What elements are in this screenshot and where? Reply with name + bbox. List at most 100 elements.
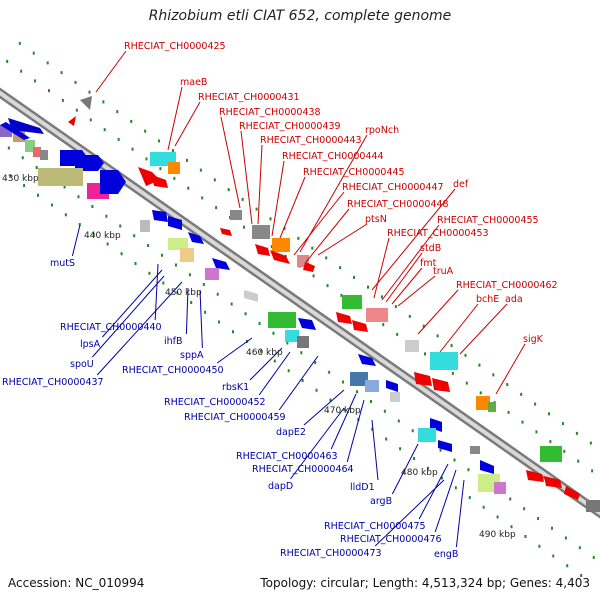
gene-block[interactable]: [470, 446, 480, 454]
gene-block[interactable]: [540, 446, 562, 462]
gene-label[interactable]: def: [453, 179, 469, 190]
gene-arrow[interactable]: [336, 312, 352, 324]
gene-block[interactable]: [38, 168, 83, 186]
gene-label[interactable]: ihfB: [164, 336, 183, 347]
gene-label[interactable]: engB: [434, 549, 458, 560]
gene-arrow[interactable]: [212, 258, 230, 270]
gene-arrow[interactable]: [564, 486, 580, 500]
gene-arrow[interactable]: [298, 318, 316, 330]
gene-label[interactable]: stdB: [420, 243, 441, 254]
gene-block[interactable]: [494, 482, 506, 494]
gene-arrow[interactable]: [168, 216, 182, 230]
gene-label[interactable]: RHECIAT_CH0000476: [340, 534, 442, 545]
gene-block[interactable]: [33, 147, 41, 157]
gene-label[interactable]: RHECIAT_CH0000475: [324, 521, 426, 532]
gene-arrow[interactable]: [8, 118, 44, 134]
gene-arrow[interactable]: [358, 354, 376, 366]
gene-block[interactable]: [350, 372, 368, 386]
gene-label[interactable]: RHECIAT_CH0000452: [164, 397, 266, 408]
gene-label[interactable]: rpoNch: [365, 125, 399, 136]
gene-arrow[interactable]: [386, 380, 398, 392]
gene-label[interactable]: RHECIAT_CH0000450: [122, 365, 224, 376]
gene-block[interactable]: [230, 210, 242, 220]
gene-block[interactable]: [168, 238, 188, 250]
gene-block[interactable]: [366, 308, 388, 322]
gene-arrow[interactable]: [75, 155, 104, 171]
gene-block[interactable]: [586, 500, 600, 512]
gene-arrow[interactable]: [188, 232, 204, 244]
gene-label[interactable]: maeB: [180, 77, 207, 88]
gene-arrow[interactable]: [438, 440, 452, 452]
gene-label[interactable]: RHECIAT_CH0000459: [184, 412, 286, 423]
gene-block[interactable]: [140, 220, 150, 232]
gene-label[interactable]: bchE: [476, 294, 499, 305]
gene-label[interactable]: RHECIAT_CH0000437: [2, 377, 104, 388]
gene-block[interactable]: [430, 352, 458, 370]
gene-label[interactable]: mutS: [50, 258, 75, 269]
gene-label[interactable]: rbsK1: [222, 382, 249, 393]
gene-arrow[interactable]: [303, 262, 315, 272]
gene-label[interactable]: truA: [433, 266, 454, 277]
gene-label[interactable]: RHECIAT_CH0000473: [280, 548, 382, 559]
gene-label[interactable]: RHECIAT_CH0000464: [252, 464, 354, 475]
gene-arrow[interactable]: [270, 250, 290, 264]
gene-arrow[interactable]: [544, 476, 562, 488]
gene-label[interactable]: dapE2: [276, 427, 306, 438]
gene-label[interactable]: sppA: [180, 350, 204, 361]
gene-block[interactable]: [342, 295, 362, 309]
gene-arrow[interactable]: [100, 170, 126, 194]
gene-arrow[interactable]: [0, 122, 30, 140]
gene-block[interactable]: [390, 392, 400, 402]
gene-label[interactable]: fmt: [420, 258, 437, 269]
gene-label[interactable]: RHECIAT_CH0000425: [124, 41, 226, 52]
gene-block[interactable]: [365, 380, 379, 392]
gene-block[interactable]: [297, 336, 309, 348]
gene-block[interactable]: [252, 225, 270, 239]
gene-block[interactable]: [488, 402, 496, 412]
gene-label[interactable]: RHECIAT_CH0000453: [387, 228, 489, 239]
gene-block[interactable]: [205, 268, 219, 280]
gene-label[interactable]: RHECIAT_CH0000443: [260, 135, 362, 146]
gene-block[interactable]: [168, 162, 180, 174]
gene-block[interactable]: [180, 248, 194, 262]
gene-label[interactable]: RHECIAT_CH0000431: [198, 92, 300, 103]
gene-label[interactable]: RHECIAT_CH0000463: [236, 451, 338, 462]
gene-label[interactable]: RHECIAT_CH0000439: [239, 121, 341, 132]
gene-arrow[interactable]: [244, 290, 258, 302]
gene-block[interactable]: [476, 396, 490, 410]
gene-block[interactable]: [80, 96, 92, 110]
gene-label[interactable]: argB: [370, 496, 392, 507]
gene-arrow[interactable]: [432, 378, 450, 392]
gene-block[interactable]: [40, 150, 48, 160]
gene-block[interactable]: [25, 140, 35, 152]
gene-block[interactable]: [405, 340, 419, 352]
gene-block[interactable]: [285, 330, 299, 342]
gene-arrow[interactable]: [220, 228, 232, 236]
gene-arrow[interactable]: [152, 175, 168, 188]
gene-arrow[interactable]: [152, 210, 168, 222]
gene-label[interactable]: RHECIAT_CH0000440: [60, 322, 162, 333]
gene-label[interactable]: RHECIAT_CH0000447: [342, 182, 444, 193]
gene-label[interactable]: spoU: [70, 359, 94, 370]
gene-arrow[interactable]: [526, 470, 544, 482]
gene-label[interactable]: lldD1: [350, 482, 375, 493]
gene-label[interactable]: RHECIAT_CH0000448: [347, 199, 449, 210]
gene-block[interactable]: [268, 312, 296, 328]
gene-label[interactable]: RHECIAT_CH0000455: [437, 215, 539, 226]
gene-label[interactable]: RHECIAT_CH0000444: [282, 151, 384, 162]
gene-label[interactable]: RHECIAT_CH0000438: [219, 107, 321, 118]
gene-arrow[interactable]: [352, 320, 368, 332]
gene-label[interactable]: ptsN: [365, 214, 387, 225]
gene-label[interactable]: sigK: [523, 334, 544, 345]
gene-block[interactable]: [272, 238, 290, 252]
gene-arrow[interactable]: [255, 244, 270, 256]
gene-block[interactable]: [418, 428, 436, 442]
gene-label[interactable]: dapD: [268, 481, 293, 492]
gene-label[interactable]: ada: [505, 294, 523, 305]
gene-label[interactable]: RHECIAT_CH0000445: [303, 167, 405, 178]
gene-arrow[interactable]: [414, 372, 432, 386]
gene-label[interactable]: lpsA: [80, 339, 101, 350]
gene-label[interactable]: RHECIAT_CH0000462: [456, 280, 558, 291]
gene-arrow[interactable]: [480, 460, 494, 474]
gene-arrow[interactable]: [68, 116, 76, 126]
